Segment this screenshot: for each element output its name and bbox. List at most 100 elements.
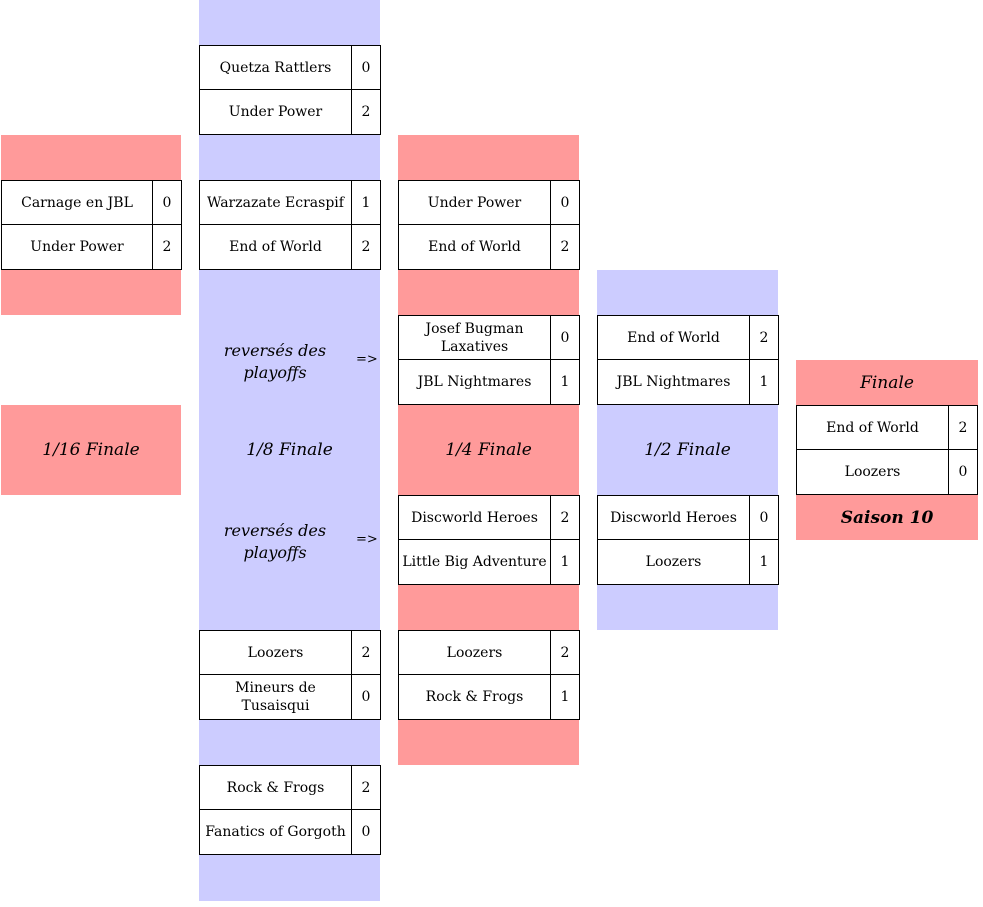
team-row: Discworld Heroes 2 bbox=[398, 495, 580, 540]
team-name: Loozers bbox=[844, 464, 901, 480]
team-row: Under Power 2 bbox=[1, 225, 182, 270]
team-score: 2 bbox=[351, 766, 380, 809]
team-score: 1 bbox=[550, 540, 579, 584]
team-row: End of World 2 bbox=[199, 225, 381, 270]
team-name: Discworld Heroes bbox=[411, 509, 538, 526]
team-name: Little Big Adventure bbox=[402, 554, 547, 570]
team-name: End of World bbox=[826, 419, 919, 436]
season-label: Saison 10 bbox=[796, 495, 978, 540]
round-label-r4: 1/4 Finale bbox=[445, 440, 532, 460]
team-name: Rock & Frogs bbox=[226, 779, 325, 796]
team-row: Loozers 2 bbox=[398, 630, 580, 675]
team-row: Josef Bugman Laxatives 0 bbox=[398, 315, 580, 360]
team-row: Loozers 1 bbox=[597, 540, 779, 585]
team-score: 1 bbox=[749, 360, 778, 404]
match-final: End of World 2 Loozers 0 bbox=[796, 405, 978, 495]
round-label-r8: 1/8 Finale bbox=[246, 440, 333, 460]
team-score: 2 bbox=[550, 631, 579, 674]
team-name: Loozers bbox=[247, 644, 304, 661]
match-r8-3: Loozers 2 Mineurs de Tusaisqui 0 bbox=[199, 630, 381, 720]
team-name: Discworld Heroes bbox=[610, 509, 737, 526]
team-score: 2 bbox=[152, 225, 181, 269]
team-name: Loozers bbox=[446, 644, 503, 661]
team-name: End of World bbox=[229, 239, 322, 255]
note-line: playoffs bbox=[243, 543, 307, 562]
team-score: 1 bbox=[749, 540, 778, 584]
team-row: Loozers 2 bbox=[199, 630, 381, 675]
team-score: 1 bbox=[550, 360, 579, 404]
round-label-final: Finale bbox=[796, 360, 978, 405]
team-score: 2 bbox=[351, 631, 380, 674]
team-name: Mineurs de Tusaisqui bbox=[235, 680, 316, 714]
team-score: 0 bbox=[948, 450, 977, 494]
team-name: JBL Nightmares bbox=[616, 374, 731, 390]
team-row: Under Power 2 bbox=[199, 90, 381, 135]
team-name: JBL Nightmares bbox=[417, 374, 532, 390]
reversed-note-2: reversés des playoffs bbox=[210, 520, 340, 564]
match-r2-1: End of World 2 JBL Nightmares 1 bbox=[597, 315, 779, 405]
match-r4-3: Discworld Heroes 2 Little Big Adventure … bbox=[398, 495, 580, 585]
team-name: Quetza Rattlers bbox=[219, 59, 332, 76]
round-label-r2: 1/2 Finale bbox=[644, 440, 731, 460]
team-row: Loozers 0 bbox=[796, 450, 978, 495]
team-score: 2 bbox=[749, 316, 778, 359]
team-score: 2 bbox=[550, 496, 579, 539]
match-r8-2: Warzazate Ecraspif 1 End of World 2 bbox=[199, 180, 381, 270]
team-score: 0 bbox=[351, 46, 380, 89]
arrow-2: => bbox=[356, 532, 378, 547]
reversed-note-1: reversés des playoffs bbox=[210, 340, 340, 384]
team-name: Carnage en JBL bbox=[21, 194, 133, 211]
match-r8-4: Rock & Frogs 2 Fanatics of Gorgoth 0 bbox=[199, 765, 381, 855]
team-row: Mineurs de Tusaisqui 0 bbox=[199, 675, 381, 720]
arrow-1: => bbox=[356, 352, 378, 367]
team-name: Under Power bbox=[427, 194, 522, 211]
match-r16-1: Carnage en JBL 0 Under Power 2 bbox=[1, 180, 182, 270]
team-row: JBL Nightmares 1 bbox=[597, 360, 779, 405]
team-row: Quetza Rattlers 0 bbox=[199, 45, 381, 90]
team-row: Rock & Frogs 1 bbox=[398, 675, 580, 720]
team-score: 0 bbox=[152, 181, 181, 224]
note-line: reversés des bbox=[223, 521, 327, 540]
r8-band bbox=[199, 0, 380, 901]
team-row: Warzazate Ecraspif 1 bbox=[199, 180, 381, 225]
team-name: Josef Bugman Laxatives bbox=[425, 320, 524, 355]
team-row: JBL Nightmares 1 bbox=[398, 360, 580, 405]
team-name: Fanatics of Gorgoth bbox=[205, 824, 346, 840]
team-row: End of World 2 bbox=[597, 315, 779, 360]
team-score: 2 bbox=[948, 406, 977, 449]
team-row: Carnage en JBL 0 bbox=[1, 180, 182, 225]
team-score: 2 bbox=[550, 225, 579, 269]
team-row: Fanatics of Gorgoth 0 bbox=[199, 810, 381, 855]
team-score: 1 bbox=[351, 181, 380, 224]
match-r8-1: Quetza Rattlers 0 Under Power 2 bbox=[199, 45, 381, 135]
team-score: 0 bbox=[749, 496, 778, 539]
team-row: Rock & Frogs 2 bbox=[199, 765, 381, 810]
team-score: 2 bbox=[351, 225, 380, 269]
team-row: End of World 2 bbox=[398, 225, 580, 270]
team-score: 0 bbox=[550, 316, 579, 359]
match-r4-2: Josef Bugman Laxatives 0 JBL Nightmares … bbox=[398, 315, 580, 405]
team-name: Loozers bbox=[645, 554, 702, 570]
team-row: End of World 2 bbox=[796, 405, 978, 450]
r4-band-mid bbox=[398, 405, 579, 495]
team-name: Warzazate Ecraspif bbox=[207, 194, 344, 211]
team-name: Under Power bbox=[30, 239, 124, 255]
match-r4-4: Loozers 2 Rock & Frogs 1 bbox=[398, 630, 580, 720]
team-name: End of World bbox=[428, 239, 521, 255]
team-score: 0 bbox=[351, 810, 380, 854]
team-score: 0 bbox=[351, 675, 380, 719]
team-row: Discworld Heroes 0 bbox=[597, 495, 779, 540]
team-score: 2 bbox=[351, 90, 380, 134]
match-r2-2: Discworld Heroes 0 Loozers 1 bbox=[597, 495, 779, 585]
team-row: Little Big Adventure 1 bbox=[398, 540, 580, 585]
match-r4-1: Under Power 0 End of World 2 bbox=[398, 180, 580, 270]
note-line: reversés des bbox=[223, 341, 327, 360]
note-line: playoffs bbox=[243, 363, 307, 382]
team-score: 0 bbox=[550, 181, 579, 224]
team-row: Under Power 0 bbox=[398, 180, 580, 225]
team-name: End of World bbox=[627, 329, 720, 346]
round-label-r16: 1/16 Finale bbox=[1, 405, 181, 495]
team-name: Under Power bbox=[228, 104, 323, 120]
team-name: Rock & Frogs bbox=[425, 689, 524, 705]
team-score: 1 bbox=[550, 675, 579, 719]
